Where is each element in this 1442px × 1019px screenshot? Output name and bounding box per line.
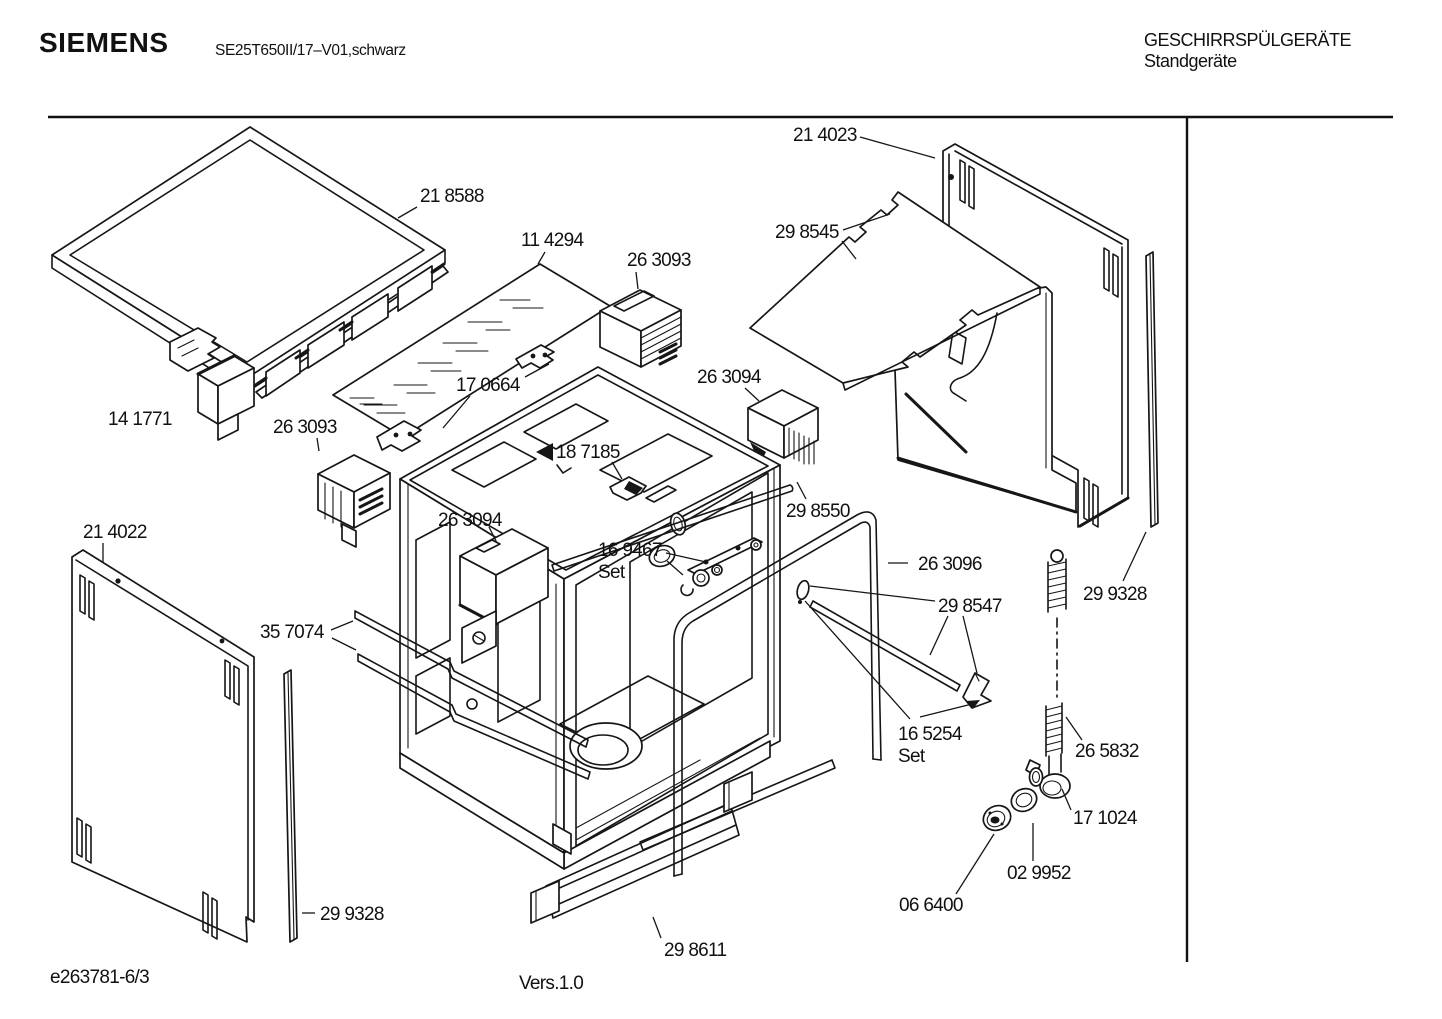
label-fastener-set-bottom: 16 5254 <box>898 724 963 745</box>
label-back-panel-left: 21 4022 <box>83 522 147 543</box>
label-worktop: 21 8588 <box>420 186 484 207</box>
label-drain-spring: 26 5832 <box>1075 741 1139 762</box>
model-title: SE25T650II/17–V01,schwarz <box>215 42 406 59</box>
label-fastener-set-mid: 16 9467 <box>598 540 662 561</box>
part-heat-shield <box>749 191 1041 391</box>
brand-logo: SIEMENS <box>39 27 169 58</box>
label-module-right: 26 3094 <box>697 367 762 388</box>
part-door-frame-seal <box>673 511 882 877</box>
label-module-left: 26 3094 <box>438 510 503 531</box>
category-title: GESCHIRRSPÜLGERÄTE <box>1144 30 1352 50</box>
part-drain-spring <box>1045 549 1067 757</box>
part-sealing-ring <box>1010 787 1038 813</box>
part-bracket-right <box>515 344 555 369</box>
label-sealing-ring: 02 9952 <box>1007 863 1071 884</box>
label-rail-top-right: 29 8550 <box>786 501 850 522</box>
part-control-box-top <box>599 289 682 368</box>
part-back-panel-left <box>71 549 255 943</box>
part-worktop <box>51 126 449 399</box>
label-condensation-rod: 29 8547 <box>938 596 1002 617</box>
part-rail-top-right <box>551 484 794 572</box>
direction-arrow-icon <box>536 443 572 474</box>
label-insulation-mat: 11 4294 <box>521 230 585 251</box>
part-trim-strip-left <box>283 669 298 943</box>
label-control-box-top: 26 3093 <box>627 250 691 271</box>
part-fastener-set-mid <box>648 512 763 597</box>
part-control-box-left <box>317 454 391 548</box>
label-mounting-rails: 35 7074 <box>260 622 325 643</box>
label-back-panel-right: 21 4023 <box>793 125 857 146</box>
part-mounting-rails <box>354 610 591 780</box>
label-trim-strip-left: 29 9328 <box>320 904 384 925</box>
part-module-right <box>747 389 819 465</box>
label-worktop-base-trim: 14 1771 <box>108 409 172 430</box>
label-base-rail: 29 8611 <box>664 940 727 961</box>
label-fastener-set-mid-suffix: Set <box>598 562 626 583</box>
label-door-frame-seal: 26 3096 <box>918 554 982 575</box>
part-grommet <box>982 804 1012 832</box>
label-clip: 18 7185 <box>556 442 620 463</box>
part-trim-strip-right <box>1145 251 1159 528</box>
document-id: e263781-6/3 <box>50 967 149 988</box>
label-fastener-set-bottom-suffix: Set <box>898 746 926 767</box>
part-clip <box>609 476 647 501</box>
label-trim-strip-right: 29 9328 <box>1083 584 1147 605</box>
footer: e263781-6/3 Vers.1.0 <box>50 967 584 994</box>
part-worktop-base-trim <box>169 327 255 441</box>
label-grommet: 06 6400 <box>899 895 963 916</box>
part-base-rail <box>530 759 836 924</box>
part-module-left <box>458 528 549 664</box>
label-mounting-bracket: 17 0664 <box>456 375 521 396</box>
part-drain-elbow <box>1025 753 1071 799</box>
version-text: Vers.1.0 <box>519 973 583 994</box>
label-drain-elbow: 17 1024 <box>1073 808 1138 829</box>
part-labels: 21 8588 11 4294 26 3093 21 4023 29 8545 … <box>83 125 1148 961</box>
leader-lines <box>102 136 1147 939</box>
part-condensation-rod <box>796 579 992 709</box>
label-control-box-left: 26 3093 <box>273 417 337 438</box>
subcategory-title: Standgeräte <box>1144 51 1237 71</box>
label-side-panel-heat-shield: 29 8545 <box>775 222 839 243</box>
header: SIEMENS SE25T650II/17–V01,schwarz GESCHI… <box>39 27 1393 962</box>
part-bracket-left <box>376 420 422 452</box>
